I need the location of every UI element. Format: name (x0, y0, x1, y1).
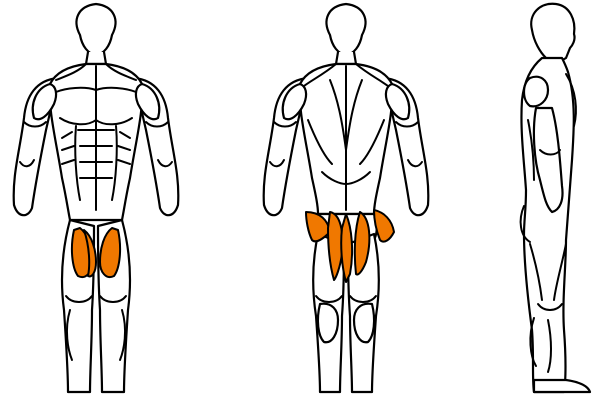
back-hamstrings-right-outer (374, 210, 394, 242)
back-figure (264, 4, 429, 392)
side-figure (521, 4, 590, 392)
front-figure (14, 4, 179, 392)
